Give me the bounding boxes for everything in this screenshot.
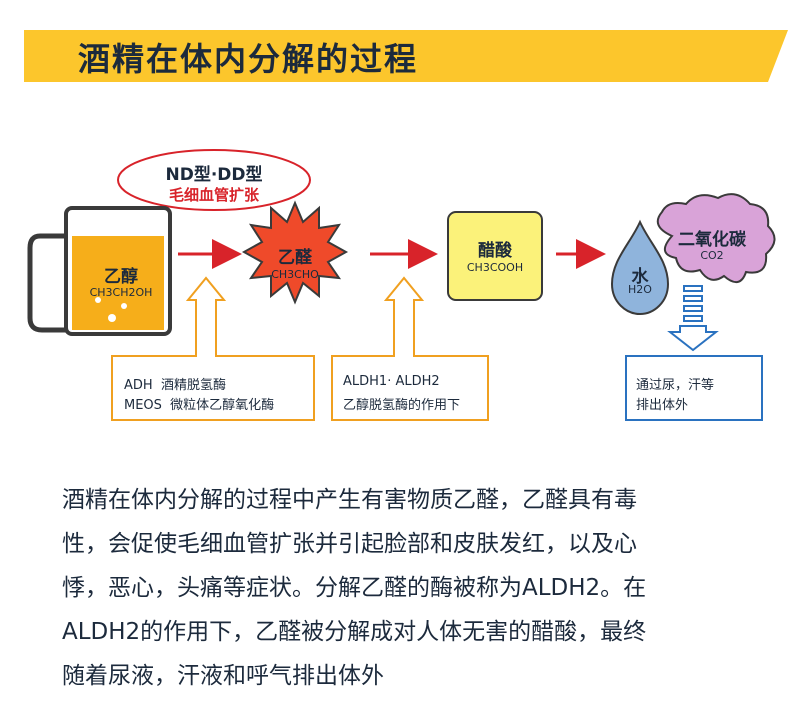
acetaldehyde-label: 乙醛	[278, 248, 312, 268]
enzyme-box-1-line1: ADH 酒精脱氢酶	[124, 378, 226, 393]
beer-mug-icon	[27, 206, 172, 336]
description-line: 酒精在体内分解的过程中产生有害物质乙醛，乙醛具有毒	[62, 487, 637, 513]
water-label: 水	[631, 267, 649, 287]
description-line: 悸，恶心，头痛等症状。分解乙醛的酶被称为ALDH2。在	[62, 575, 647, 601]
description-line: 性，会促使毛细血管扩张并引起脸部和皮肤发红，以及心	[62, 531, 637, 557]
excretion-box-frame	[625, 355, 763, 421]
enzyme-box-2-line2: 乙醇脱氢酶的作用下	[343, 398, 461, 413]
title-banner	[24, 30, 788, 82]
acetaldehyde-formula: CH3CHO	[271, 268, 319, 281]
acetic-acid-label: 醋酸	[478, 241, 512, 261]
enzyme-box-2-frame	[331, 276, 489, 421]
co2-formula: CO2	[700, 249, 724, 262]
ethanol-label: 乙醇	[104, 267, 138, 287]
description-line: 随着尿液，汗液和呼气排出体外	[62, 663, 384, 689]
acetaldehyde-burst	[241, 200, 349, 305]
excretion-line1: 通过尿，汗等	[636, 378, 715, 393]
co2-label: 二氧化碳	[678, 230, 746, 250]
dilation-effect-label: 毛细血管扩张	[168, 186, 259, 204]
acetic-acid-box	[447, 211, 543, 301]
enzyme-box-2-line1: ALDH1· ALDH2	[343, 374, 440, 389]
acetic-acid-formula: CH3COOH	[466, 261, 524, 274]
ethanol-formula: CH3CH2OH	[89, 286, 153, 299]
page-title: 酒精在体内分解的过程	[78, 40, 419, 78]
description-line: ALDH2的作用下，乙醛被分解成对人体无害的醋酸，最终	[62, 619, 647, 645]
water-drop	[610, 219, 670, 316]
excretion-arrow	[667, 285, 719, 352]
co2-cloud	[656, 193, 776, 283]
dilation-type-label: ND型·DD型	[165, 165, 263, 185]
dilation-oval	[117, 149, 311, 211]
enzyme-box-1-line2: MEOS 微粒体乙醇氧化酶	[124, 398, 275, 413]
description-paragraph: 酒精在体内分解的过程中产生有害物质乙醛，乙醛具有毒 性，会促使毛细血管扩张并引起…	[62, 478, 752, 698]
enzyme-box-1-frame	[111, 276, 315, 421]
water-formula: H2O	[628, 283, 652, 296]
excretion-line2: 排出体外	[636, 398, 689, 413]
process-diagram	[27, 149, 776, 421]
